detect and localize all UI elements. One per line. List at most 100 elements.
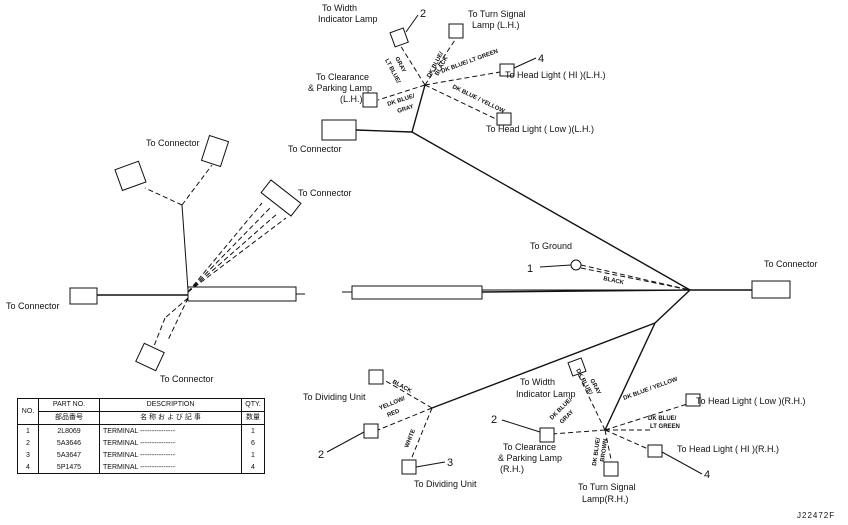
cell-description: TERMINAL --------------- — [99, 461, 242, 474]
dividing-unit-terminal-bottom — [401, 459, 417, 475]
table-row: 3 5A3647 TERMINAL --------------- 1 — [17, 449, 265, 461]
label-to-clearance-rh-2: & Parking Lamp — [498, 453, 562, 463]
table-row: 4 5P1475 TERMINAL --------------- 4 — [17, 461, 265, 474]
clearance-terminal-lh — [362, 92, 378, 108]
upper-left-connector-b — [200, 134, 230, 168]
right-connector — [751, 280, 791, 299]
cell-no: 4 — [17, 461, 39, 474]
wire-dk-blue-lt-green-rh-2: LT GREEN — [650, 424, 680, 430]
label-to-width-indicator-lh: To Width — [322, 3, 357, 13]
main-conduit — [351, 285, 483, 300]
dividing-unit-terminal-mid — [363, 423, 379, 439]
label-to-clearance-rh: To Clearance — [503, 442, 556, 452]
col-header-qty-jp: 数量 — [241, 411, 265, 425]
width-indicator-terminal-lh — [389, 27, 409, 48]
label-to-dividing-unit-top: To Dividing Unit — [303, 392, 366, 402]
turn-signal-terminal-rh — [603, 461, 619, 477]
top-connector — [321, 119, 357, 141]
reference-number: J22472F — [797, 511, 835, 520]
upper-left-connector-a — [114, 160, 147, 192]
lh-lamp-harness — [321, 14, 537, 141]
label-to-width-indicator-lh-2: Indicator Lamp — [318, 14, 378, 24]
wire-yellow-red: YELLOW/ — [379, 396, 407, 412]
cell-qty: 1 — [241, 449, 265, 461]
width-indicator-terminal-rh — [567, 357, 587, 377]
left-conduit — [187, 286, 297, 302]
col-header-qty: QTY. — [241, 398, 265, 412]
col-header-no: NO. — [17, 398, 39, 425]
wire-dk-blue-lt-green: DK BLUE/ LT GREEN — [441, 49, 499, 75]
label-to-turn-signal-lh: To Turn Signal — [468, 9, 526, 19]
wire-dk-blue-yellow-rh: DK BLUE / YELLOW — [623, 377, 679, 402]
callout-4-rh: 4 — [704, 469, 710, 481]
cell-description: TERMINAL --------------- — [99, 424, 242, 437]
wire-dk-blue-gray-lh-2: GRAY — [397, 104, 415, 115]
cell-qty: 6 — [241, 437, 265, 449]
main-harness — [342, 131, 791, 431]
label-to-head-light-hi-rh: To Head Light ( HI )(R.H.) — [677, 444, 779, 454]
cell-qty: 4 — [241, 461, 265, 474]
wire-white: WHITE — [404, 429, 417, 449]
dividing-unit-terminal-top — [368, 369, 384, 385]
left-connector — [69, 287, 98, 305]
table-row: 2 5A3646 TERMINAL --------------- 6 — [17, 437, 265, 449]
label-to-turn-signal-lh-2: Lamp (L.H.) — [472, 20, 520, 30]
label-to-connector-top: To Connector — [288, 144, 342, 154]
label-to-width-indicator-rh-2: Indicator Lamp — [516, 389, 576, 399]
cell-part-no: 5P1475 — [38, 461, 100, 474]
wire-dk-blue-brown-2: BROWN — [600, 438, 609, 462]
multi-pin-connector — [260, 179, 302, 217]
callout-2-top: 2 — [420, 8, 426, 20]
col-header-description-jp: 名 称 お よ び 記 事 — [99, 411, 242, 425]
label-to-connector-left: To Connector — [6, 301, 60, 311]
label-to-dividing-unit-bottom: To Dividing Unit — [414, 479, 477, 489]
label-to-clearance-rh-3: (R.H.) — [500, 464, 524, 474]
label-to-head-light-hi-lh: To Head Light ( HI )(L.H.) — [505, 70, 606, 80]
table-row: 1 2L8069 TERMINAL --------------- 1 — [17, 424, 265, 437]
wire-yellow-red-2: RED — [387, 408, 402, 419]
cell-no: 1 — [17, 424, 39, 437]
col-header-part-no-jp: 部品番号 — [38, 411, 100, 425]
lower-left-connector — [135, 342, 165, 372]
rh-lamp-harness — [501, 357, 703, 477]
wire-dk-blue-lt-green-rh: DK BLUE/ — [648, 416, 677, 422]
label-to-width-indicator-rh: To Width — [520, 377, 555, 387]
cell-description: TERMINAL --------------- — [99, 437, 242, 449]
left-harness — [69, 134, 305, 372]
label-to-connector-right: To Connector — [764, 259, 818, 269]
cell-no: 3 — [17, 449, 39, 461]
cell-part-no: 5A3647 — [38, 449, 100, 461]
ground-terminal — [570, 259, 582, 271]
label-to-connector-left-top: To Connector — [146, 138, 200, 148]
label-to-turn-signal-rh: To Turn Signal — [578, 482, 636, 492]
callout-1-ground: 1 — [527, 263, 533, 275]
parts-table-header: NO. PART NO. DESCRIPTION QTY. — [17, 398, 265, 425]
parts-table-header-jp: 部品番号 名 称 お よ び 記 事 数量 — [18, 411, 265, 425]
label-to-head-light-low-lh: To Head Light ( Low )(L.H.) — [486, 124, 594, 134]
label-to-connector-bottom-left: To Connector — [160, 374, 214, 384]
wire-dk-blue-brown: DK BLUE/ — [592, 437, 602, 466]
clearance-terminal-rh — [539, 427, 555, 443]
col-header-part-no: PART NO. — [38, 398, 100, 412]
callout-4-top: 4 — [538, 53, 544, 65]
col-header-description: DESCRIPTION — [99, 398, 242, 412]
head-light-low-terminal-lh — [496, 112, 512, 126]
head-light-hi-terminal-rh — [647, 444, 663, 458]
label-to-head-light-low-rh: To Head Light ( Low )(R.H.) — [696, 396, 806, 406]
cell-no: 2 — [17, 437, 39, 449]
cell-part-no: 2L8069 — [38, 424, 100, 437]
turn-signal-terminal-lh — [448, 23, 464, 39]
label-to-ground: To Ground — [530, 241, 572, 251]
head-light-low-terminal-rh — [685, 393, 701, 407]
label-to-clearance-lh: To Clearance — [316, 72, 369, 82]
label-to-clearance-lh-3: (L.H.) — [340, 94, 363, 104]
head-light-hi-terminal-lh — [499, 63, 515, 77]
callout-2-rh: 2 — [491, 414, 497, 426]
label-to-turn-signal-rh-2: Lamp(R.H.) — [582, 494, 629, 504]
cell-qty: 1 — [241, 424, 265, 437]
cell-description: TERMINAL --------------- — [99, 449, 242, 461]
label-to-clearance-lh-2: & Parking Lamp — [308, 83, 372, 93]
parts-table: NO. PART NO. DESCRIPTION QTY. 部品番号 名 称 お… — [17, 398, 265, 474]
cell-part-no: 5A3646 — [38, 437, 100, 449]
